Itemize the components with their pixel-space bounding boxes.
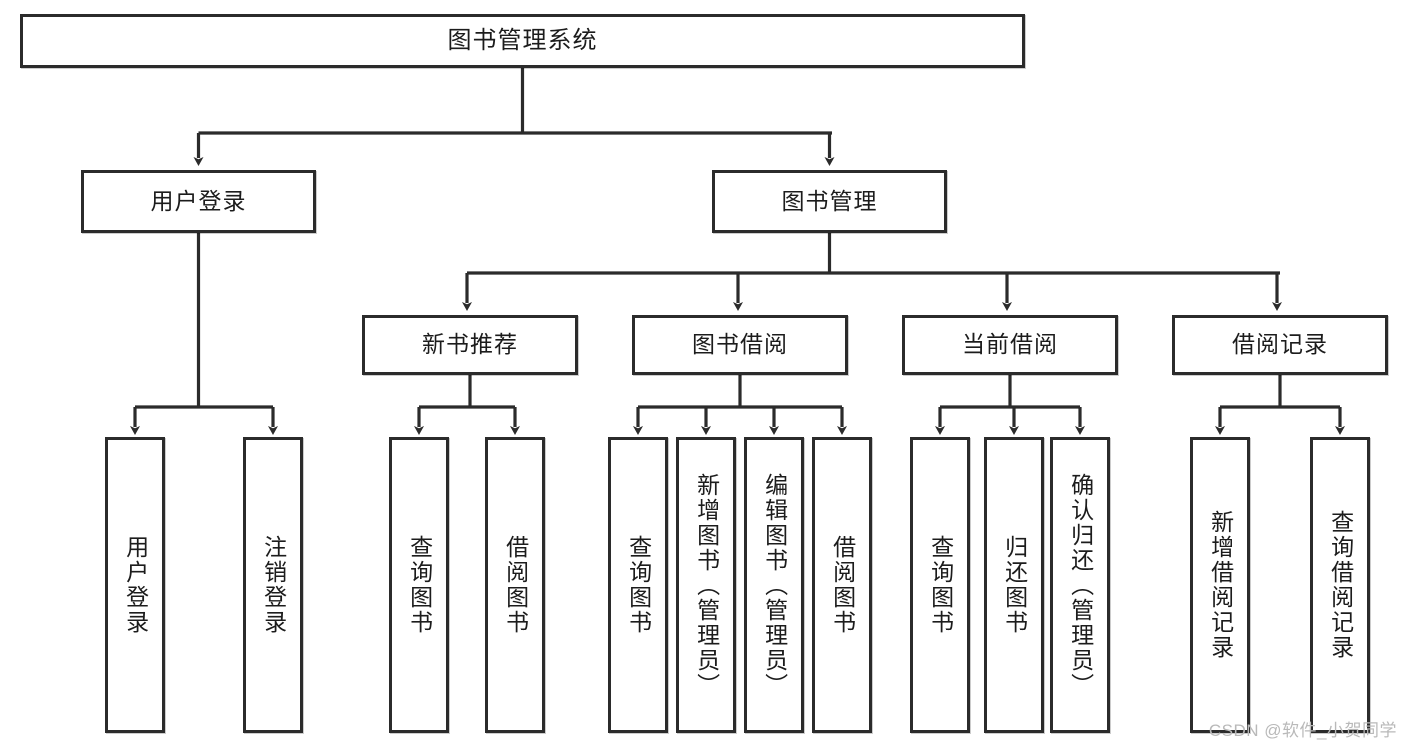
leaf-logout[interactable]: 注销登录 bbox=[243, 437, 303, 733]
node-user-login[interactable]: 用户登录 bbox=[81, 170, 316, 233]
node-current-borrow[interactable]: 当前借阅 bbox=[902, 315, 1118, 375]
node-root-book-management-system[interactable]: 图书管理系统 bbox=[20, 14, 1025, 68]
leaf-query-book-recommend[interactable]: 查询图书 bbox=[389, 437, 449, 733]
node-book-management[interactable]: 图书管理 bbox=[712, 170, 947, 233]
leaf-query-book-borrow[interactable]: 查询图书 bbox=[608, 437, 668, 733]
watermark: CSDN @软件_小贺同学 bbox=[1208, 721, 1397, 740]
leaf-return-book[interactable]: 归还图书 bbox=[984, 437, 1044, 733]
leaf-lend-book[interactable]: 借阅图书 bbox=[812, 437, 872, 733]
node-book-borrow[interactable]: 图书借阅 bbox=[632, 315, 848, 375]
leaf-add-borrow-record[interactable]: 新增借阅记录 bbox=[1190, 437, 1250, 733]
leaf-confirm-return-admin[interactable]: 确认归还（管理员） bbox=[1050, 437, 1110, 733]
leaf-edit-book-admin[interactable]: 编辑图书（管理员） bbox=[744, 437, 804, 733]
leaf-query-book-current[interactable]: 查询图书 bbox=[910, 437, 970, 733]
leaf-borrow-book-recommend[interactable]: 借阅图书 bbox=[485, 437, 545, 733]
node-borrow-record[interactable]: 借阅记录 bbox=[1172, 315, 1388, 375]
leaf-query-borrow-record[interactable]: 查询借阅记录 bbox=[1310, 437, 1370, 733]
node-new-book-recommend[interactable]: 新书推荐 bbox=[362, 315, 578, 375]
leaf-add-book-admin[interactable]: 新增图书（管理员） bbox=[676, 437, 736, 733]
leaf-user-login[interactable]: 用户登录 bbox=[105, 437, 165, 733]
